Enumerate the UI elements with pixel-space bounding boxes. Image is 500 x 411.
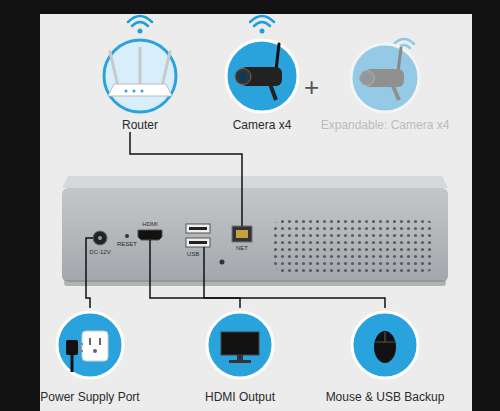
node-label: Power Supply Port [10, 390, 170, 404]
node-label: Camera x4 [192, 118, 332, 132]
camera-node: Camera x4 [212, 14, 312, 132]
hdmi-node: HDMI Output [180, 308, 300, 404]
port-label: NET [236, 245, 248, 252]
node-label: Router [70, 118, 210, 132]
node-label: Expandable: Camera x4 [295, 118, 475, 132]
port-label: RESET [117, 241, 137, 248]
port-label: DC-12V [89, 249, 110, 256]
plus-sign: + [304, 72, 319, 103]
cable-line [204, 288, 385, 308]
port-label: HDMI [142, 221, 157, 228]
power-node: Power Supply Port [30, 308, 150, 404]
nvr-box: DC-12V RESET HDMI USB NET [62, 176, 448, 288]
router-node: Router [90, 14, 190, 132]
node-label: Mouse & USB Backup [300, 390, 470, 404]
port-label: USB [187, 251, 199, 258]
cable-line [86, 288, 90, 308]
mouse-node: Mouse & USB Backup [320, 308, 450, 404]
expandable-camera-node: Expandable: Camera x4 [315, 14, 455, 132]
cable-line [130, 132, 242, 176]
node-label: HDMI Output [160, 390, 320, 404]
